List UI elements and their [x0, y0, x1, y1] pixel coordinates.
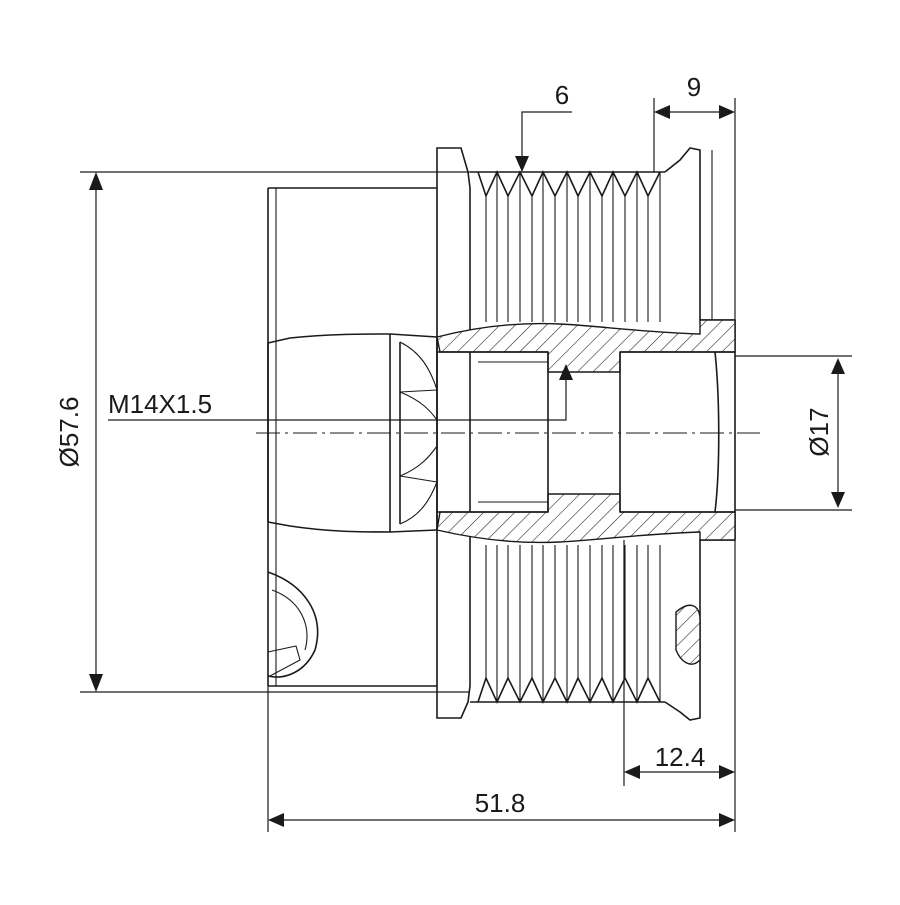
section-view: [267, 319, 736, 544]
thread-label: M14X1.5: [108, 389, 212, 419]
flange-width-label: 9: [687, 72, 701, 102]
bore-diameter-label: Ø17: [804, 407, 834, 456]
dimension-groove-pitch: 6: [515, 80, 572, 172]
dimension-thread: M14X1.5: [108, 364, 573, 421]
dimension-rear-length: 12.4: [623, 540, 736, 832]
dimension-flange-width: 9: [653, 72, 736, 320]
clutch-window: [267, 571, 319, 678]
dimension-overall-length: 51.8: [267, 686, 735, 832]
overall-length-label: 51.8: [475, 788, 526, 818]
groove-pitch-label: 6: [555, 80, 569, 110]
outer-diameter-label: Ø57.6: [54, 397, 84, 468]
rear-notch: [675, 604, 701, 665]
rib-profile-bottom: [477, 545, 661, 704]
pulley-body: [267, 147, 736, 721]
rib-profile-top: [477, 170, 661, 322]
dimension-bore-diameter: Ø17: [735, 355, 852, 511]
dimension-outer-diameter: Ø57.6: [54, 171, 470, 693]
rear-length-label: 12.4: [655, 742, 706, 772]
